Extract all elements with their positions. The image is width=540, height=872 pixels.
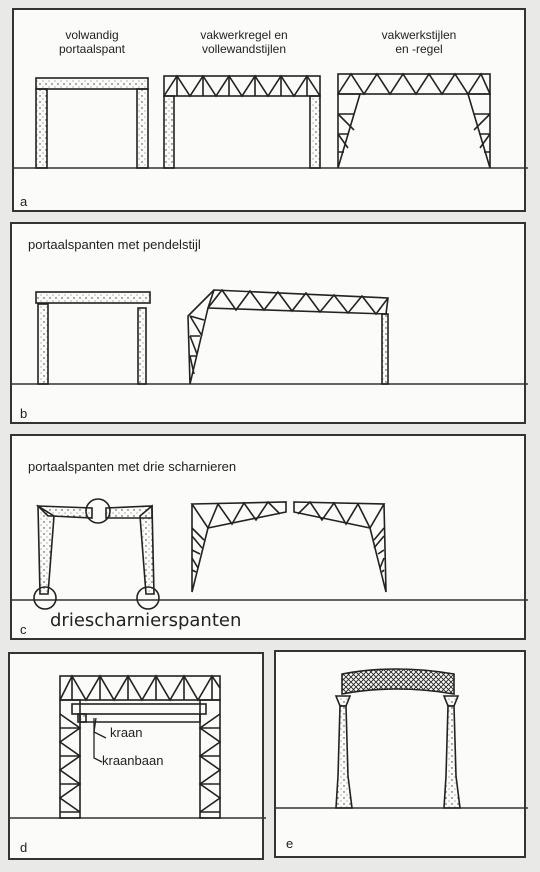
panel-d: kraan kraanbaan d bbox=[8, 652, 266, 860]
hinge-left-circle bbox=[33, 586, 57, 610]
panel-letter-e: e bbox=[286, 836, 294, 851]
panel-b-drawing bbox=[12, 288, 528, 385]
caption-1-line-2: portaalspant bbox=[58, 42, 126, 56]
truss-beam-solid-columns-frame bbox=[163, 74, 321, 169]
panel-c: portaalspanten met drie scharnieren drie… bbox=[10, 434, 528, 640]
panel-a: volwandig portaalspant vakwerkregel en v… bbox=[12, 8, 528, 212]
label-crane: kraan bbox=[110, 725, 143, 740]
panel-e: e bbox=[274, 650, 528, 858]
panel-e-drawing bbox=[276, 668, 528, 809]
caption-truss-columns-and-beam: vakwerkstijlen en -regel bbox=[344, 28, 494, 56]
three-hinged-solid-frame bbox=[35, 504, 155, 595]
caption-2-line-2: vollewandstijlen bbox=[201, 42, 287, 56]
caption-3-line-2: en -regel bbox=[395, 42, 443, 56]
panel-c-heading: portaalspanten met drie scharnieren bbox=[28, 459, 237, 474]
three-hinged-truss-frame bbox=[190, 500, 387, 593]
panel-c-drawing bbox=[12, 498, 528, 610]
caption-1-line-1: volwandig bbox=[65, 28, 119, 42]
caption-truss-beam-solid-columns: vakwerkregel en vollewandstijlen bbox=[164, 28, 324, 56]
crane-bridge bbox=[71, 703, 207, 723]
truss-frame-with-pendulum-column bbox=[187, 288, 389, 385]
solid-frame-with-pendulum-column bbox=[35, 291, 151, 385]
panel-b: portaalspanten met pendelstijl b bbox=[10, 222, 528, 424]
solid-portal-frame bbox=[35, 77, 149, 169]
label-leader-lines bbox=[93, 717, 107, 763]
panel-letter-b: b bbox=[20, 406, 28, 421]
arched-frame-on-columns bbox=[334, 668, 461, 809]
panel-c-subtitle: driescharnierspanten bbox=[50, 610, 242, 631]
hinge-top-circle bbox=[85, 498, 111, 524]
panel-a-drawing bbox=[14, 72, 528, 169]
caption-2-line-1: vakwerkregel en bbox=[200, 28, 288, 42]
caption-3-line-1: vakwerkstijlen bbox=[381, 28, 457, 42]
panel-letter-a: a bbox=[20, 194, 28, 209]
panel-letter-c: c bbox=[20, 622, 27, 637]
hinge-circles bbox=[33, 498, 160, 610]
panel-letter-d: d bbox=[20, 840, 28, 855]
hinge-right-circle bbox=[136, 586, 160, 610]
crane-frame bbox=[58, 674, 222, 819]
panel-b-heading: portaalspanten met pendelstijl bbox=[28, 237, 201, 252]
truss-columns-and-beam-frame bbox=[337, 72, 491, 169]
panel-d-drawing bbox=[10, 674, 266, 819]
label-crane-track: kraanbaan bbox=[102, 753, 164, 768]
caption-solid-portal-frame: volwandig portaalspant bbox=[28, 28, 156, 56]
